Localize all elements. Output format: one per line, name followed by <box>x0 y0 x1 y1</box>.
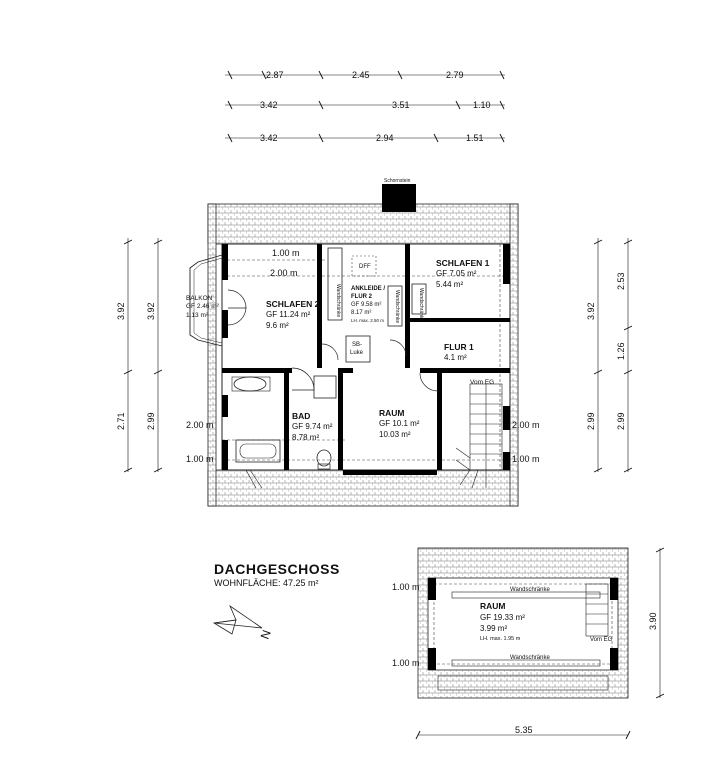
svg-text:9.6 m²: 9.6 m² <box>266 321 289 330</box>
dim-top-2b: 3.51 <box>392 100 410 110</box>
room-raum: RAUM GF 10.1 m² 10.03 m² <box>379 408 420 439</box>
room-balkon: BALKON GF 2.46 m² 1.13 m² <box>186 295 220 319</box>
svg-text:SCHLAFEN 2: SCHLAFEN 2 <box>266 299 320 309</box>
dim-inline-left-100: 1.00 m <box>186 454 214 464</box>
dim-top-3a: 3.42 <box>260 133 278 143</box>
attic-dim-left-bottom: 1.00 m <box>392 658 420 668</box>
side-dimension-lines <box>123 238 633 473</box>
svg-text:GF 11.24 m²: GF 11.24 m² <box>266 310 311 319</box>
attic-plan <box>417 547 629 699</box>
attic-dim-bottom: 5.35 <box>515 725 533 735</box>
attic-wardrobe-bottom: Wandschränke <box>510 655 550 661</box>
dim-top-1c: 2.79 <box>446 70 464 80</box>
dim-left-inner-2: 2.99 <box>146 412 156 430</box>
main-floor <box>189 184 519 507</box>
svg-text:FLUR 2: FLUR 2 <box>351 294 373 300</box>
svg-text:LH. max. 1.95 m: LH. max. 1.95 m <box>480 636 521 642</box>
dim-inline-right-200: 2.00 m <box>512 420 540 430</box>
dim-inline-left-200: 2.00 m <box>186 420 214 430</box>
svg-text:GF 10.1 m²: GF 10.1 m² <box>379 419 420 428</box>
svg-text:10.03 m²: 10.03 m² <box>379 430 411 439</box>
svg-text:RAUM: RAUM <box>379 408 405 418</box>
svg-text:BAD: BAD <box>292 411 310 421</box>
dim-top-3c: 1.51 <box>466 133 484 143</box>
attic-vom-eg: Vom EG <box>590 637 613 643</box>
attic-dim-right: 3.90 <box>648 612 658 630</box>
wardrobe-label-3: Wandschränke <box>418 288 424 321</box>
vom-eg-label: Vom EG <box>470 379 494 386</box>
dim-inline-200-top: 2.00 m <box>270 268 298 278</box>
dim-right-outer-1: 2.53 <box>616 272 626 290</box>
room-schlafen-1: SCHLAFEN 1 GF 7.05 m² 5.44 m² <box>436 258 490 289</box>
svg-text:FLUR 1: FLUR 1 <box>444 342 474 352</box>
dim-top-1b: 2.45 <box>352 70 370 80</box>
dim-right-inner-1: 3.92 <box>586 302 596 320</box>
svg-text:ANKLEIDE /: ANKLEIDE / <box>351 286 385 292</box>
north-arrow-icon: N <box>212 604 274 641</box>
room-schlafen-2: SCHLAFEN 2 GF 11.24 m² 9.6 m² <box>266 299 320 330</box>
svg-text:8.78 m²: 8.78 m² <box>292 433 319 442</box>
svg-text:SCHLAFEN 1: SCHLAFEN 1 <box>436 258 490 268</box>
room-bad: BAD GF 9.74 m² 8.78 m² <box>292 411 333 442</box>
svg-text:N: N <box>258 628 274 641</box>
svg-text:8.17 m²: 8.17 m² <box>351 310 371 316</box>
svg-text:GF 2.46 m²: GF 2.46 m² <box>186 303 220 310</box>
plan-title: DACHGESCHOSS <box>214 561 340 577</box>
attic-wardrobe-top: Wandschränke <box>510 587 550 593</box>
wardrobe-label-2: Wandschränke <box>394 290 400 323</box>
svg-text:BALKON: BALKON <box>186 295 213 302</box>
plan-subtitle: WOHNFLÄCHE: 47.25 m² <box>214 578 319 588</box>
dim-left-inner-1: 3.92 <box>146 302 156 320</box>
svg-text:GF 9.58 m²: GF 9.58 m² <box>351 302 381 308</box>
room-ankleide: ANKLEIDE / FLUR 2 GF 9.58 m² 8.17 m² LH.… <box>351 286 385 323</box>
dim-right-outer-3: 2.99 <box>616 412 626 430</box>
dim-right-inner-2: 2.99 <box>586 412 596 430</box>
svg-text:RAUM: RAUM <box>480 601 506 611</box>
dim-left-outer-2: 2.71 <box>116 412 126 430</box>
dim-inline-right-100: 1.00 m <box>512 454 540 464</box>
svg-text:5.44 m²: 5.44 m² <box>436 280 463 289</box>
sb-luke-label: SB-Luke <box>350 342 364 356</box>
dim-top-2a: 3.42 <box>260 100 278 110</box>
attic-dim-left-top: 1.00 m <box>392 582 420 592</box>
attic-room: RAUM GF 19.33 m² 3.99 m² LH. max. 1.95 m <box>480 601 525 642</box>
svg-text:4.1 m²: 4.1 m² <box>444 353 467 362</box>
dim-top-2c: 1.10 <box>473 100 491 110</box>
dim-right-outer-2: 1.26 <box>616 342 626 360</box>
room-flur-1: FLUR 1 4.1 m² <box>444 342 474 362</box>
dim-top-1a: 2.87 <box>266 70 284 80</box>
wardrobe-label-1: Wandschränke <box>335 284 341 317</box>
chimney-label: Schornstein <box>384 178 411 184</box>
svg-text:1.13 m²: 1.13 m² <box>186 312 209 319</box>
attic-dim-lines <box>415 547 665 740</box>
top-dimension-lines <box>225 70 505 143</box>
svg-text:GF 9.74 m²: GF 9.74 m² <box>292 422 333 431</box>
dim-top-3b: 2.94 <box>376 133 394 143</box>
dff-label: DFF <box>359 264 371 270</box>
svg-text:LH. max. 2.50 m: LH. max. 2.50 m <box>351 318 384 323</box>
svg-text:3.99 m²: 3.99 m² <box>480 624 507 633</box>
dim-left-outer-1: 3.92 <box>116 302 126 320</box>
svg-text:GF 7.05 m²: GF 7.05 m² <box>436 269 477 278</box>
dim-inline-100-top: 1.00 m <box>272 248 300 258</box>
svg-text:GF 19.33 m²: GF 19.33 m² <box>480 613 525 622</box>
